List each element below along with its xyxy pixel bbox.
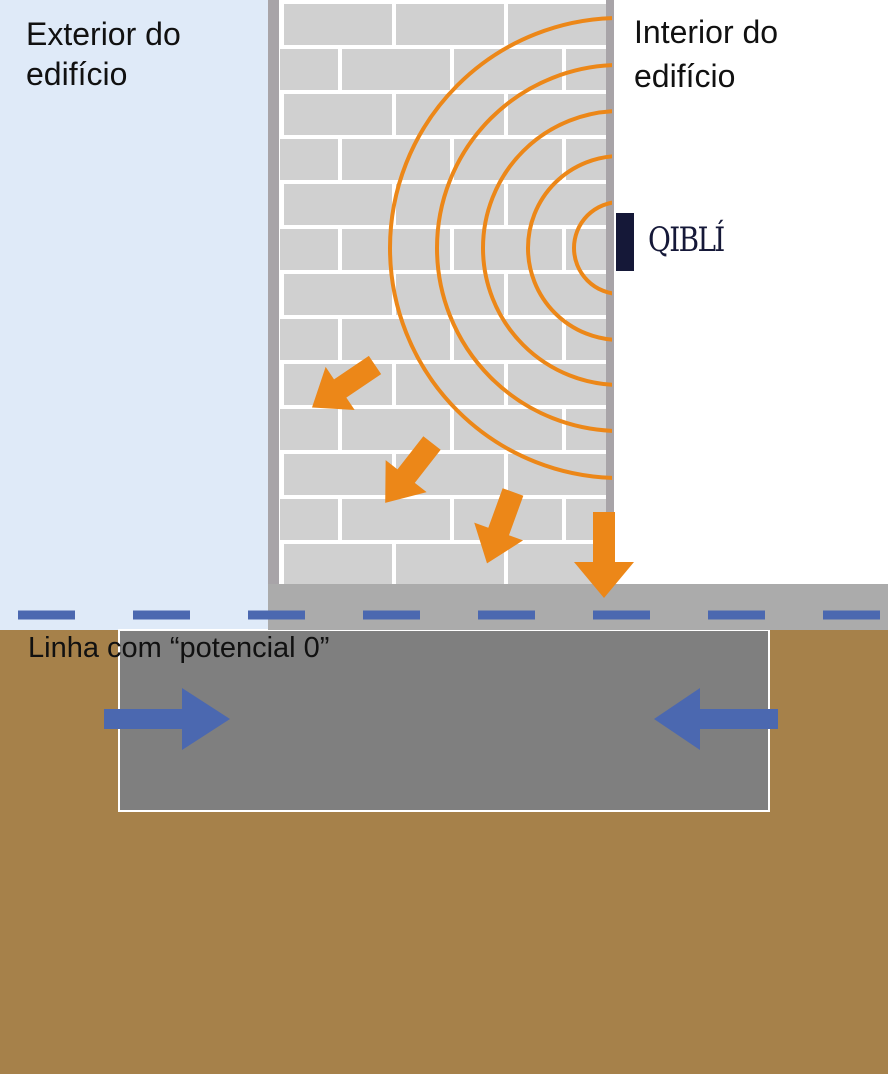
brick [284,544,392,584]
signal-wave-5 [388,16,612,480]
brick [280,319,338,360]
brick [342,229,450,270]
brick [280,139,338,180]
brick [284,184,392,225]
brick [284,454,392,495]
brick [396,4,504,45]
brick [280,499,338,540]
brick [342,139,450,180]
brick [508,274,606,315]
interior-label: Interior do edifício [634,14,779,94]
brick [280,49,338,90]
brick [396,94,504,135]
brick-wall [280,0,606,584]
arrow-right-icon [104,688,230,750]
brick [508,454,606,495]
exterior-label: Exterior do edifício [26,16,181,92]
brand-logo: QIBLÍ [648,220,725,260]
signal-wave-3 [481,109,612,387]
brick [396,364,504,405]
interior-background [612,0,888,630]
signal-wave-2 [526,154,612,342]
arrow-down-left-1-icon [311,355,382,411]
arrow-down-left-3-icon [474,488,524,564]
arrow-down-icon [574,512,634,598]
brick [454,49,562,90]
arrow-down-left-2-icon [385,436,441,503]
moisture-arrows [311,355,634,598]
brick [342,319,450,360]
brick [280,229,338,270]
brick [508,184,606,225]
brick [280,409,338,450]
emitter-device [616,213,634,271]
signal-wave-4 [435,63,612,433]
brick [342,409,450,450]
signal-waves [388,16,612,480]
brick [454,139,562,180]
pressure-arrows [104,688,778,750]
brick [454,229,562,270]
zero-potential-label: Linha com “potencial 0” [28,632,330,664]
exterior-background [0,0,270,630]
brick [342,499,450,540]
signal-wave-1 [572,200,612,296]
brick [342,49,450,90]
floor-slab [268,584,888,630]
brick [284,274,392,315]
arrow-left-icon [654,688,778,750]
brick [284,4,392,45]
brick [284,94,392,135]
wall-exterior-edge [268,0,279,584]
